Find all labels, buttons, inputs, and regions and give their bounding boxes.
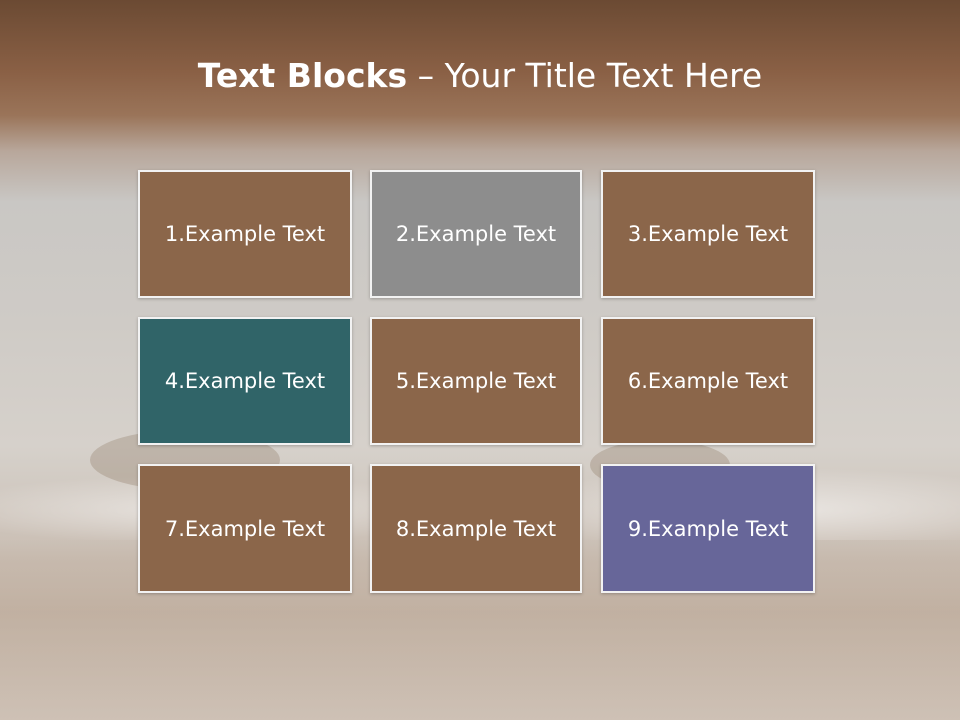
text-block-label: 5.Example Text [395, 369, 557, 393]
text-block-3[interactable]: 3.Example Text [601, 170, 815, 298]
text-block-5[interactable]: 5.Example Text [370, 317, 582, 445]
text-block-label: 4.Example Text [164, 369, 326, 393]
text-block-label: 2.Example Text [395, 222, 557, 246]
text-block-label: 6.Example Text [627, 369, 789, 393]
text-block-2[interactable]: 2.Example Text [370, 170, 582, 298]
slide-title: Text Blocks – Your Title Text Here [0, 52, 960, 100]
text-block-6[interactable]: 6.Example Text [601, 317, 815, 445]
text-block-9[interactable]: 9.Example Text [601, 464, 815, 593]
text-block-label: 3.Example Text [627, 222, 789, 246]
text-block-8[interactable]: 8.Example Text [370, 464, 582, 593]
text-block-label: 7.Example Text [164, 516, 326, 541]
text-block-4[interactable]: 4.Example Text [138, 317, 352, 445]
text-block-label: 8.Example Text [395, 516, 557, 541]
title-rest: Your Title Text Here [444, 56, 763, 95]
text-block-label: 1.Example Text [164, 222, 326, 246]
title-bold: Text Blocks [197, 56, 408, 95]
title-dash: – [407, 56, 445, 95]
text-block-label: 9.Example Text [627, 516, 789, 541]
text-block-1[interactable]: 1.Example Text [138, 170, 352, 298]
text-block-7[interactable]: 7.Example Text [138, 464, 352, 593]
